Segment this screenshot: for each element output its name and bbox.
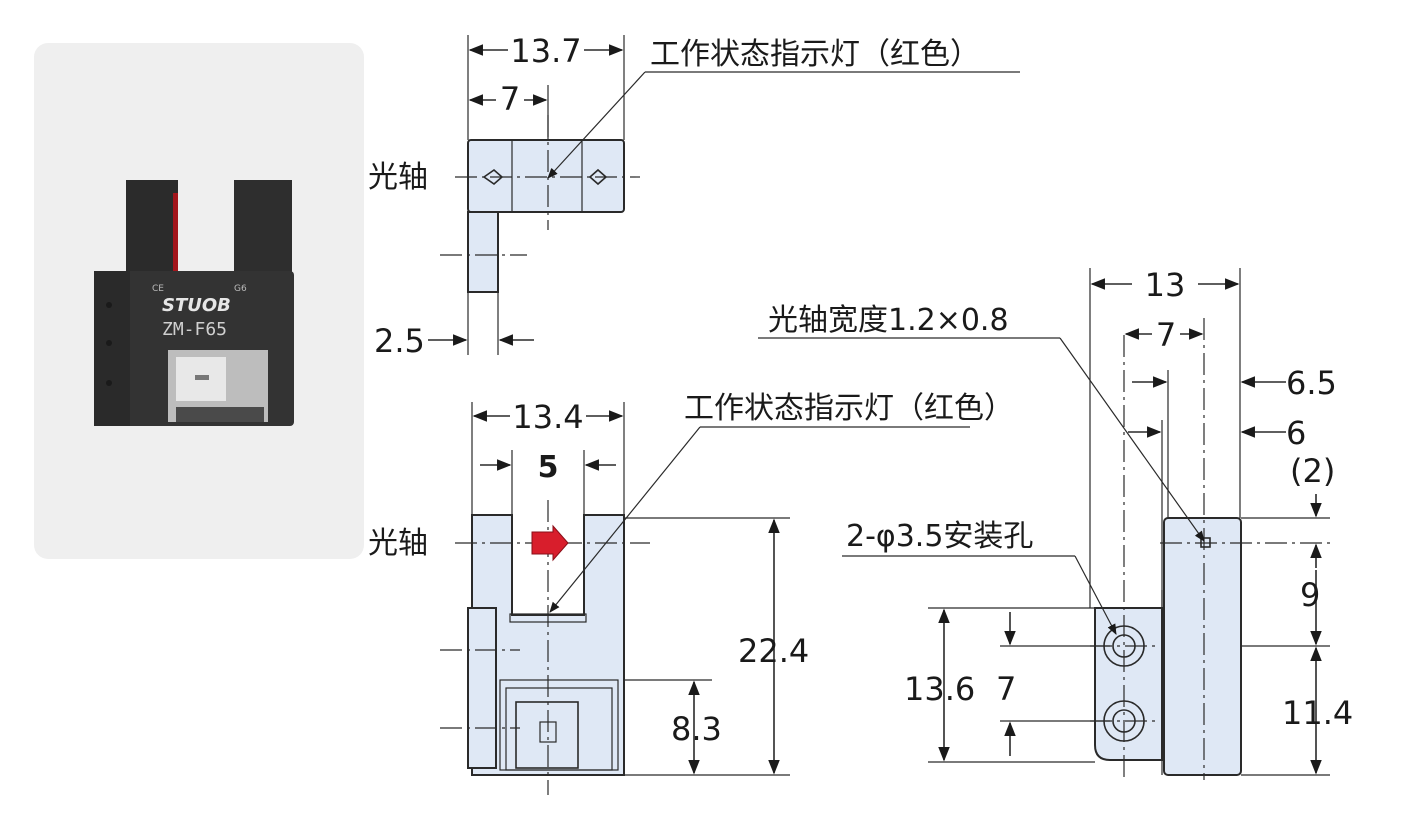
dim-7-top: 7 bbox=[500, 80, 520, 118]
mounting-flange bbox=[94, 271, 130, 426]
sensor-photo-icon: CE G6 STUOB ZM-F65 bbox=[94, 180, 294, 426]
dim-5: 5 bbox=[538, 450, 559, 485]
top-view-bracket bbox=[467, 211, 499, 293]
front-connector bbox=[515, 701, 579, 769]
ce-mark: CE bbox=[152, 284, 164, 294]
red-indicator-icon bbox=[531, 524, 569, 562]
dim-9: 9 bbox=[1300, 576, 1320, 614]
model-text: ZM-F65 bbox=[162, 319, 227, 340]
product-photo-card: CE G6 STUOB ZM-F65 bbox=[34, 43, 364, 559]
beam-width-label: 光轴宽度1.2×0.8 bbox=[768, 303, 1009, 338]
g6-mark: G6 bbox=[234, 284, 247, 294]
top-axis-label: 光轴 bbox=[368, 160, 428, 195]
side-mount-plate bbox=[1094, 607, 1163, 761]
front-view-flange bbox=[467, 607, 497, 769]
brand-logo: STUOB bbox=[162, 295, 231, 316]
front-axis-label: 光轴 bbox=[368, 526, 428, 561]
dim-13-7: 13.7 bbox=[510, 32, 581, 70]
dim-13-6: 13.6 bbox=[904, 670, 975, 708]
red-window bbox=[173, 193, 178, 283]
dim-6-5: 6.5 bbox=[1286, 364, 1337, 402]
dim-11-4: 11.4 bbox=[1282, 694, 1353, 732]
dim-22-4: 22.4 bbox=[738, 632, 809, 670]
top-view: 13.7 7 2.5 光轴 工作状态指示灯（红色） bbox=[368, 32, 1020, 360]
dim-2-5: 2.5 bbox=[374, 322, 425, 360]
side-view: 13 7 6.5 6 (2) 9 11.4 13.6 7 光轴宽度1.2×0.8 bbox=[758, 266, 1353, 780]
mount-holes-label: 2-φ3.5安装孔 bbox=[846, 519, 1033, 554]
dim-13: 13 bbox=[1145, 266, 1186, 304]
dim-7-side: 7 bbox=[1156, 316, 1176, 354]
dim-7-vertical: 7 bbox=[996, 670, 1016, 708]
dim-6: 6 bbox=[1286, 414, 1306, 452]
front-indicator-label: 工作状态指示灯（红色） bbox=[684, 391, 1014, 426]
front-view: 13.4 5 22.4 8.3 光轴 工作状态指示灯（红色） bbox=[368, 391, 1014, 795]
dim-8-3: 8.3 bbox=[671, 710, 722, 748]
top-indicator-label: 工作状态指示灯（红色） bbox=[650, 37, 980, 72]
dim-13-4: 13.4 bbox=[512, 398, 583, 436]
side-view-body bbox=[1163, 517, 1242, 776]
dim-2: (2) bbox=[1290, 452, 1335, 490]
top-view-body bbox=[467, 139, 625, 213]
